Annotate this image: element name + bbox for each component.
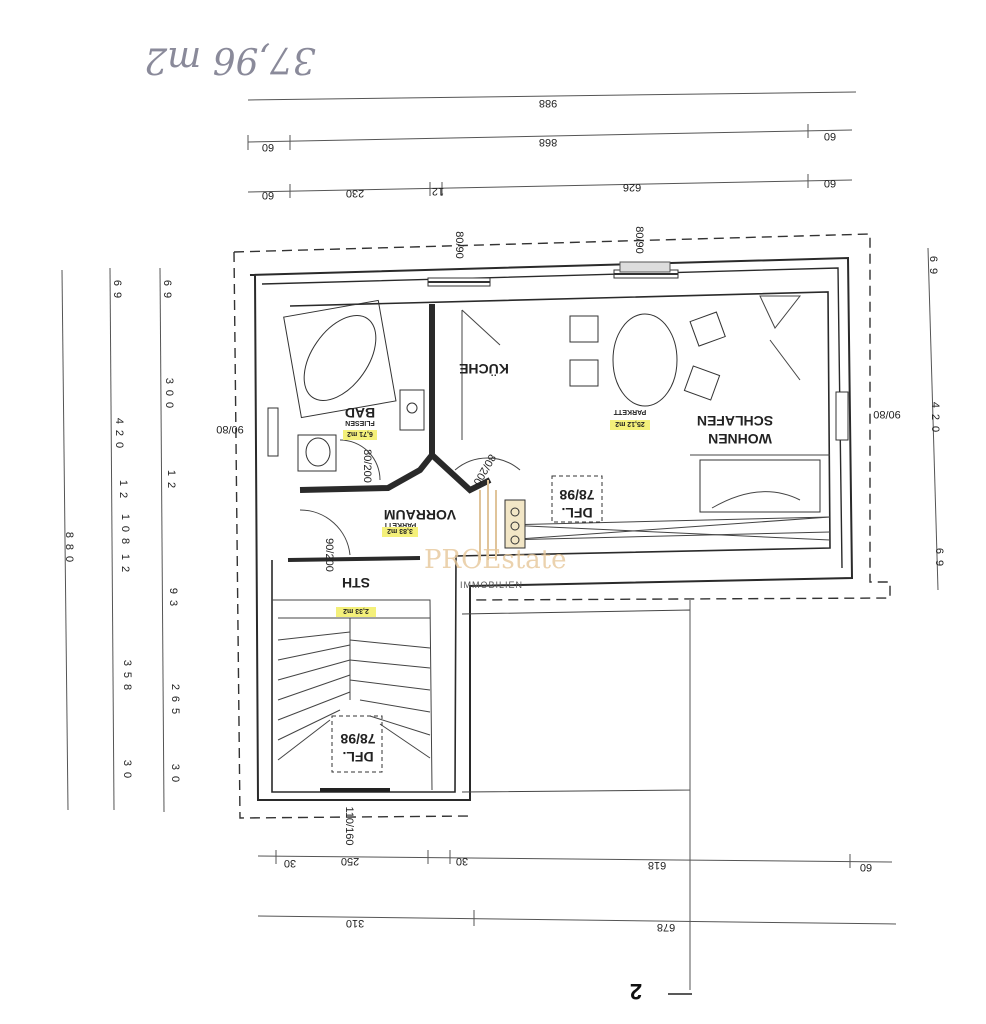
dfl-1-value: 78/98 <box>559 487 594 503</box>
room-schlafen-floor: PARKETT <box>613 408 646 415</box>
dim-left-69b: 69 <box>161 280 173 304</box>
dimension-texts-right: 69 420 69 <box>927 256 945 572</box>
win-top-left-label: 80/90 <box>453 231 465 259</box>
handwritten-area: 37,96 m2 <box>144 39 316 80</box>
dimension-lines-right <box>927 247 939 591</box>
room-schlafen-name: SCHLAFEN <box>697 413 773 429</box>
dim-left-300: 300 <box>163 378 175 414</box>
dim-top-60a: 60 <box>262 141 274 153</box>
dfl-1-label: DFL. <box>561 505 592 521</box>
dim-top-626: 626 <box>623 181 641 193</box>
windows <box>267 261 849 792</box>
dim-bottom-60: 60 <box>860 861 872 873</box>
win-right-label: 90/80 <box>873 408 901 420</box>
room-vorraum-area: 3,83 m2 <box>387 527 413 534</box>
dim-left-108: 108 <box>119 514 131 550</box>
dfl-2-label: DFL. <box>342 749 373 765</box>
dim-top-988: 988 <box>539 97 557 109</box>
dim-right-69b: 69 <box>933 548 945 572</box>
room-vorraum-name: VORRAUM <box>384 507 456 523</box>
dim-left-93: 93 <box>167 588 179 612</box>
stair-door-label: 110/160 <box>343 807 355 846</box>
dim-bottom-618: 618 <box>648 859 666 871</box>
dfl-2-value: 78/98 <box>340 731 375 747</box>
room-bad-area: 6,71 m2 <box>347 430 373 437</box>
room-bad-name: BAD <box>345 405 375 421</box>
dim-bottom-30b: 30 <box>456 855 468 867</box>
door-sth-label: 90/200 <box>323 538 335 572</box>
dim-bottom-310: 310 <box>346 917 364 929</box>
dim-left-880: 880 <box>63 532 75 568</box>
room-sth-name: STH <box>342 575 370 591</box>
dim-top-60c: 60 <box>262 189 274 201</box>
outer-envelope <box>233 233 891 819</box>
dim-right-420: 420 <box>929 402 941 438</box>
watermark: PROEstate IMMOBILIEN <box>424 480 567 590</box>
dim-left-30b: 30 <box>169 764 181 788</box>
room-wohnen-name: WOHNEN <box>708 431 772 447</box>
dim-bottom-678: 678 <box>657 921 675 933</box>
dimension-lines-bottom <box>257 600 897 990</box>
room-bad-floor: FLIESEN <box>345 419 375 426</box>
dim-left-12a: 12 <box>117 480 129 504</box>
watermark-brand: PROEstate <box>424 545 567 575</box>
dim-bottom-250: 250 <box>341 855 359 867</box>
dim-left-30a: 30 <box>121 760 133 784</box>
kitchen-fixtures <box>461 309 526 549</box>
room-kuche-name: KÜCHE <box>459 361 509 377</box>
bath-fixtures <box>283 299 425 472</box>
door-bad-label: 80/200 <box>361 449 373 483</box>
dimension-texts-top: 988 60 868 60 60 230 12 626 60 <box>262 97 836 201</box>
dimension-lines-top <box>247 91 857 198</box>
dim-top-12: 12 <box>432 185 444 197</box>
room-schlafen-area: 25,12 m2 <box>615 420 645 427</box>
living-furniture <box>569 295 830 513</box>
room-sth-area: 2,33 m2 <box>343 607 369 614</box>
dim-left-12b: 12 <box>119 554 131 578</box>
dim-left-358: 358 <box>121 660 133 696</box>
dim-left-69a: 69 <box>111 280 123 304</box>
dimension-texts-left: 880 69 420 12 108 12 358 30 69 300 12 93… <box>63 280 181 788</box>
watermark-sub: IMMOBILIEN <box>460 580 523 590</box>
staircase <box>277 617 431 761</box>
dimension-lines-left <box>61 267 165 813</box>
door-swings <box>299 439 521 556</box>
dim-right-69a: 69 <box>927 256 939 280</box>
win-left-label: 90/80 <box>216 423 244 435</box>
dim-left-12c: 12 <box>165 470 177 494</box>
dim-left-420: 420 <box>113 418 125 454</box>
walls <box>249 256 854 801</box>
win-top-center-label: 80/90 <box>633 226 645 254</box>
dim-bottom-30a: 30 <box>284 857 296 869</box>
dim-top-60b: 60 <box>824 130 836 142</box>
room-vorraum-floor: PARKETT <box>383 521 416 528</box>
dim-top-60d: 60 <box>824 177 836 189</box>
dim-top-868: 868 <box>539 136 557 148</box>
room-labels: BAD FLIESEN 6,71 m2 KÜCHE WOHNEN SCHLAFE… <box>331 361 773 773</box>
dim-left-265: 265 <box>169 684 181 720</box>
dimension-texts-bottom: 30 250 30 618 60 310 678 <box>284 855 872 933</box>
page-number: 2 <box>630 979 642 1004</box>
dim-top-230: 230 <box>346 187 364 199</box>
door-kuche-label: 80/200 <box>471 452 498 487</box>
